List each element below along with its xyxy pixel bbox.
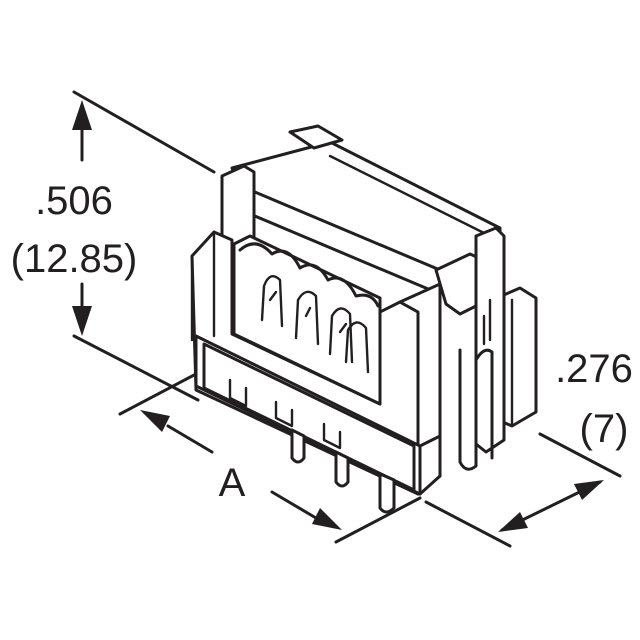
- base-step: [202, 342, 416, 492]
- height-extension-top: [72, 90, 216, 174]
- contact-4: [344, 321, 370, 374]
- depth-arrow-front: [498, 512, 528, 532]
- connector-body: [190, 124, 538, 514]
- height-arrow-down: [72, 306, 92, 336]
- length-arrow-left: [140, 410, 170, 432]
- pin-3: [378, 472, 396, 514]
- contact-ridge: [238, 242, 380, 308]
- pin-1: [290, 428, 306, 464]
- height-extension-bottom: [72, 334, 200, 402]
- length-extension-left: [118, 372, 198, 416]
- latch-spring: [458, 348, 494, 471]
- depth-mm-label: (7): [580, 407, 629, 451]
- depth-dimension: .276 (7): [424, 347, 633, 548]
- depth-extension-rear: [538, 432, 622, 478]
- height-inch-label: .506: [35, 179, 113, 223]
- contact-2: [294, 290, 320, 346]
- depth-extension-front: [424, 500, 512, 548]
- length-dim-line-left: [166, 424, 214, 454]
- contact-1: [260, 274, 284, 328]
- height-arrow-up: [72, 100, 92, 130]
- pin-2: [334, 450, 350, 488]
- depth-arrow-rear: [574, 480, 604, 500]
- contact-3: [328, 307, 354, 364]
- pins: [290, 428, 396, 514]
- length-dimension: A: [118, 372, 422, 544]
- base-right-face: [418, 434, 442, 496]
- length-label: A: [219, 461, 246, 505]
- length-extension-right: [334, 496, 422, 544]
- top-rear-tab: [288, 124, 344, 150]
- length-dim-line-right: [270, 490, 318, 520]
- length-arrow-right: [312, 508, 342, 530]
- depth-inch-label: .276: [555, 347, 633, 391]
- height-dimension: .506 (12.85): [11, 90, 216, 402]
- height-mm-label: (12.85): [11, 237, 138, 281]
